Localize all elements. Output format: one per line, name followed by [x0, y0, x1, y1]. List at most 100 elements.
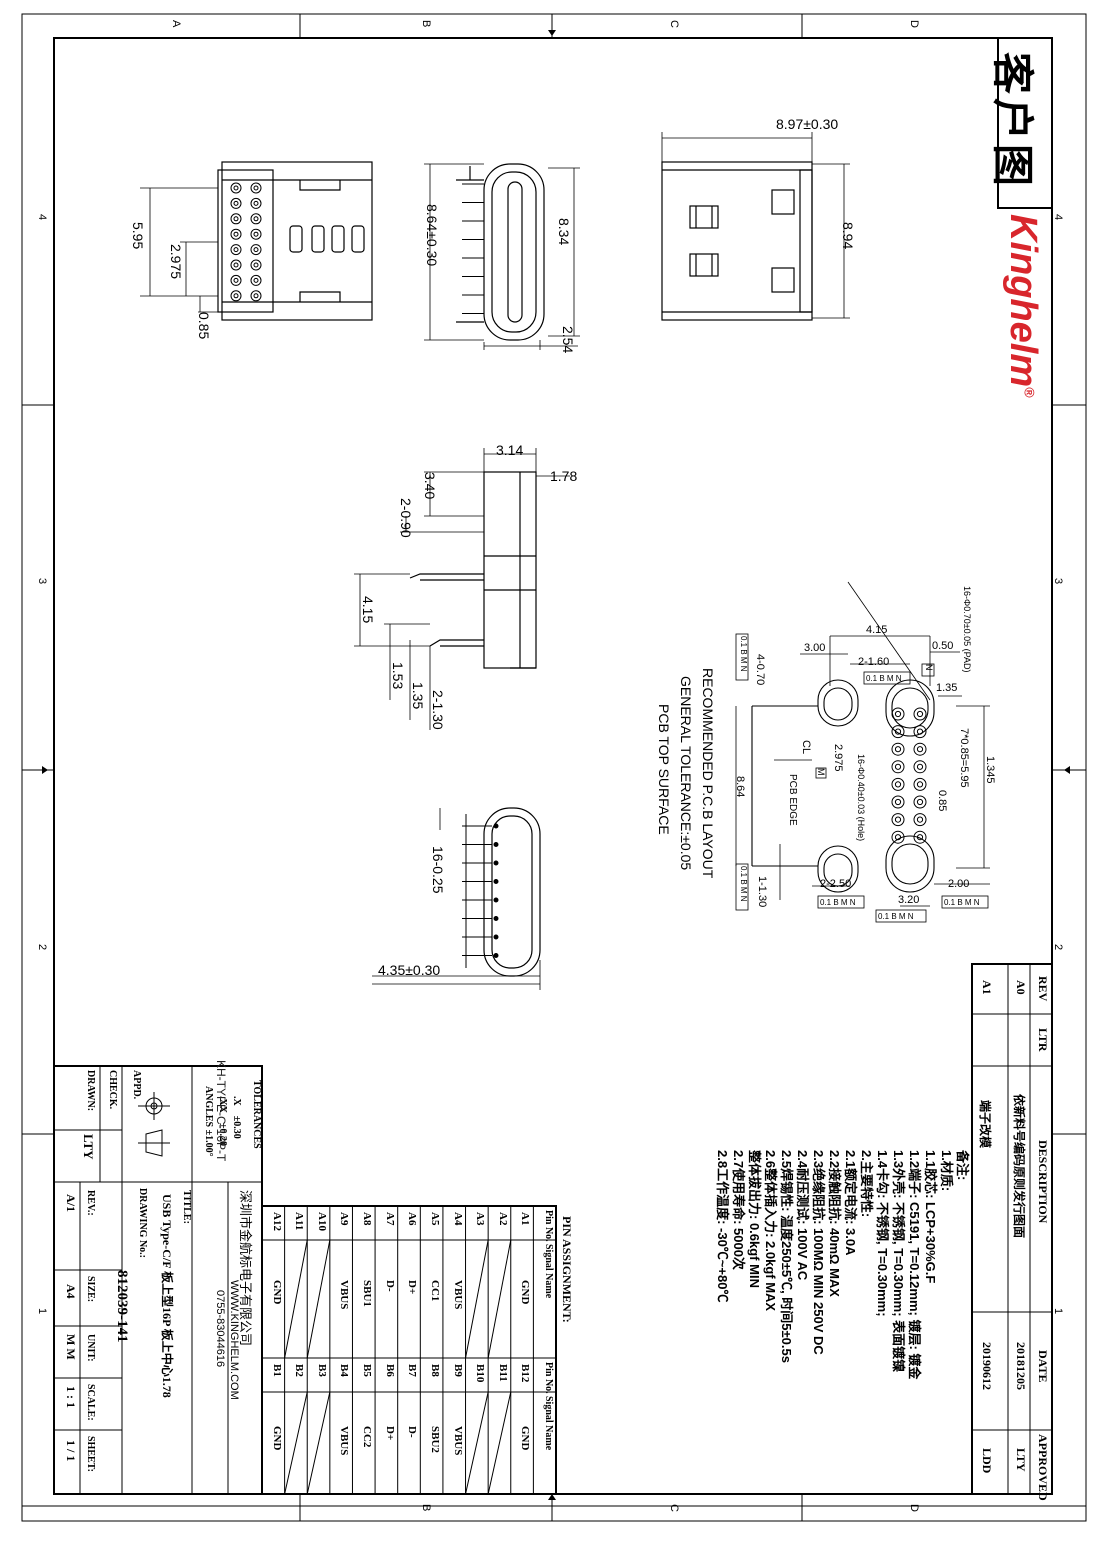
pin-no-a: A7	[383, 1212, 396, 1226]
pin-hole	[233, 185, 239, 191]
dim-1-53: 1.53	[390, 662, 406, 690]
zone-label-d-top: D	[908, 20, 920, 28]
pin-no-b: B1	[270, 1364, 283, 1377]
rev-header-approved: APPROVED	[1036, 1434, 1050, 1501]
drawn-label: DRAWN:	[85, 1070, 96, 1112]
note-line: 1.材质:	[939, 1150, 954, 1192]
pcb-pad	[913, 742, 927, 756]
pcb-label-recommended: RECOMMENDED P.C.B LAYOUT	[700, 668, 716, 879]
size-value: A4	[64, 1284, 78, 1299]
pcb-hole	[894, 763, 902, 770]
pin-signal-a: VBUS	[451, 1280, 464, 1310]
pin-signal-a: D+	[406, 1280, 419, 1295]
pin-no-b: B11	[496, 1364, 509, 1382]
tol-x: .X ±0.30	[231, 1096, 242, 1139]
pin-hole	[253, 277, 259, 283]
pin-table-empty-slash	[465, 1239, 489, 1359]
pcb-pad	[891, 813, 905, 827]
pin-signal-a: GND	[519, 1280, 532, 1305]
pin-signal-a: SBU1	[361, 1280, 374, 1307]
pin-no-b: B7	[406, 1364, 419, 1377]
pcb-pad-note: 16-Φ0.70±0.05 (PAD)	[962, 586, 972, 673]
rev-table-frame	[971, 963, 1053, 1495]
pin-header-1: Pin No.	[543, 1210, 554, 1242]
pin-no-a: A1	[519, 1212, 532, 1226]
zone-label-b-top: B	[420, 20, 432, 28]
zone-label-4-right: 4	[1052, 214, 1064, 221]
sheet-value: 1 / 1	[64, 1440, 78, 1462]
rev-row1-approved: LTY	[1014, 1448, 1028, 1472]
pin-no-b: B12	[519, 1364, 532, 1383]
size-label: SIZE:	[85, 1276, 96, 1303]
note-line: 2.8工作温度: -30℃~+80℃	[715, 1150, 730, 1303]
brand-logo: Kinghelm®	[1001, 214, 1044, 397]
pcb-dim-0-50: 0.50	[932, 640, 954, 652]
company-phone: 0755-83044616	[214, 1290, 226, 1368]
pin-hole	[233, 293, 239, 299]
projection-symbol	[138, 1092, 170, 1157]
drawing-no-label: DRAWING No.:	[137, 1188, 148, 1258]
rear-pin-dot	[493, 823, 499, 829]
pcb-dim-4-15: 4.15	[866, 624, 888, 636]
pin-no-a: A11	[293, 1212, 306, 1231]
pin-grid	[230, 182, 262, 302]
unit-label: UNIT:	[85, 1334, 96, 1362]
pin-signal-b: VBUS	[451, 1426, 464, 1456]
outer-frame	[21, 13, 1087, 1522]
pcb-edge-label: PCB EDGE	[787, 774, 798, 826]
brand-name: Kinghelm	[1002, 214, 1044, 388]
pin-table-empty-slash	[465, 1391, 489, 1495]
pin-signal-b: D+	[383, 1426, 396, 1441]
pin-table-frame	[261, 1205, 557, 1495]
zone-label-d-bottom: D	[908, 1504, 920, 1512]
rev-row1-rev: A0	[1014, 980, 1028, 995]
rear-pin-dot	[493, 860, 499, 866]
pcb-dim-3-20: 3.20	[898, 894, 920, 906]
rev-row2-date: 20190612	[980, 1342, 994, 1390]
dim-4-15-side: 4.15	[360, 596, 376, 624]
pin-table-empty-slash	[306, 1239, 331, 1359]
pin-hole	[253, 293, 259, 299]
pcb-dim-7x0-85: 7*0.85=5.95	[958, 728, 970, 788]
datum-n: N	[924, 664, 934, 671]
pcb-pad	[891, 760, 905, 774]
rear-view-pins	[462, 814, 499, 968]
pcb-pad	[891, 795, 905, 809]
pin-no-a: A10	[315, 1212, 328, 1231]
pin-circle	[230, 197, 242, 209]
pcb-hole	[916, 816, 924, 823]
pcb-hole	[894, 816, 902, 823]
dim-3-14: 3.14	[496, 442, 524, 458]
rev-header-ltr: LTR	[1036, 1028, 1050, 1052]
pin-signal-b: CC2	[361, 1426, 374, 1448]
pin-table-empty-slash	[284, 1391, 308, 1495]
note-line: 2.6整体插入力: 2.0kgf MAX	[763, 1150, 778, 1312]
gdt-frame-6: 0.1 B M N	[866, 674, 902, 683]
rev-row2-approved: LDD	[980, 1448, 994, 1474]
pin-no-b: B9	[451, 1364, 464, 1377]
rev-row2-rev: A1	[980, 980, 994, 995]
pin-circle	[230, 213, 242, 225]
pin-circle	[230, 228, 242, 240]
pin-no-b: B2	[293, 1364, 306, 1377]
pin-no-a: A4	[451, 1212, 464, 1226]
dim-4-35: 4.35±0.30	[378, 962, 441, 978]
pcb-dim-1-345: 1.345	[984, 756, 996, 784]
pcb-hole	[894, 710, 902, 718]
zone-label-1-left: 1	[36, 1308, 48, 1315]
pin-circle	[250, 228, 262, 240]
dim-2-975: 2.975	[168, 244, 184, 280]
sheet-label: SHEET:	[85, 1436, 96, 1472]
pin-no-b: B5	[361, 1364, 374, 1377]
dim-0-85: 0.85	[196, 312, 212, 340]
drawing-no: 812039-141	[114, 1270, 130, 1343]
pin-circle	[230, 259, 242, 271]
dim-lines-d	[354, 448, 570, 730]
pcb-hole	[894, 781, 902, 788]
pin-no-b: B6	[383, 1364, 396, 1377]
pin-no-b: B4	[338, 1364, 351, 1377]
pin-hole	[233, 200, 239, 206]
pcb-hole	[916, 728, 924, 735]
pin-no-a: A2	[496, 1212, 509, 1226]
pin-circle	[230, 244, 242, 256]
